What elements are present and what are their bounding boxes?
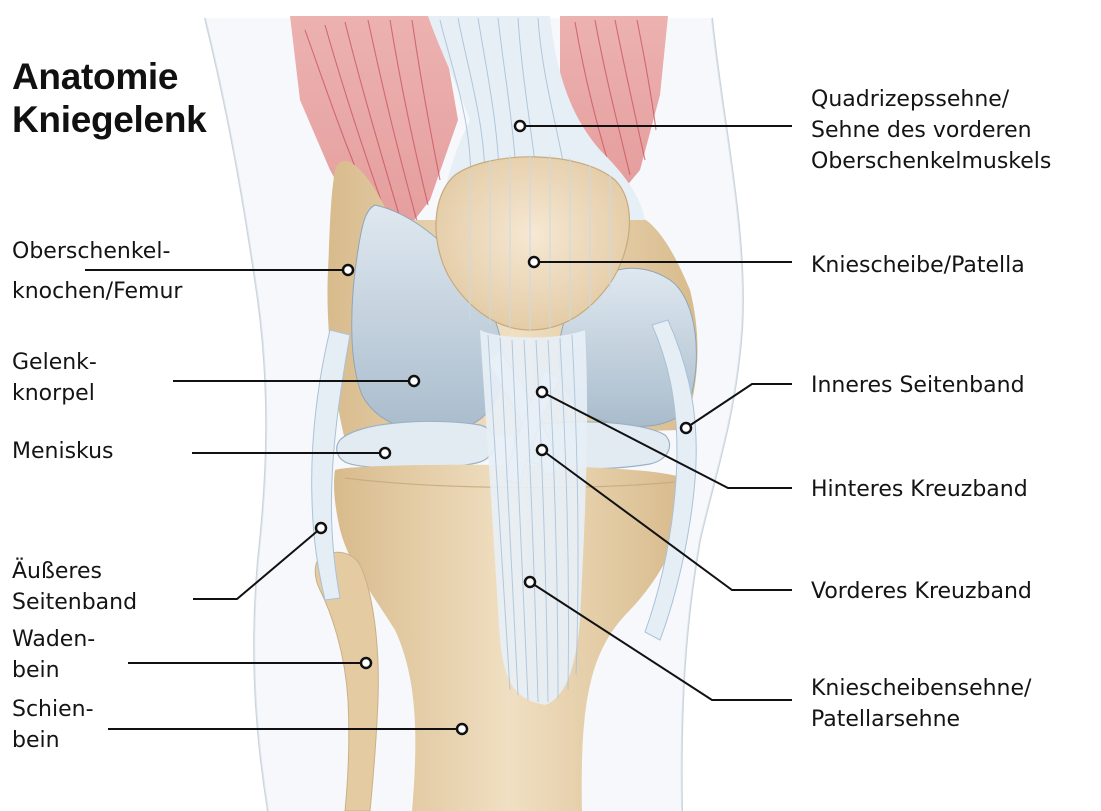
- label-aeusseres-seitenband-line-2: Seitenband: [12, 587, 137, 618]
- dot-quadrizeps: [515, 121, 525, 131]
- label-wadenbein-line-1: Waden-: [12, 624, 95, 655]
- label-patellarsehne-line-2: Patellarsehne: [811, 704, 1031, 735]
- label-inneres-seitenband: Inneres Seitenband: [811, 370, 1025, 401]
- label-quadrizepssehne-line-3: Oberschenkelmuskels: [811, 146, 1051, 177]
- label-vorderes-kreuzband-line-1: Vorderes Kreuzband: [811, 576, 1032, 607]
- label-wadenbein: Waden- bein: [12, 624, 95, 686]
- dot-wadenbein: [361, 658, 371, 668]
- label-femur-line-2: knochen/Femur: [12, 276, 182, 307]
- label-gelenkknorpel-line-2: knorpel: [12, 378, 97, 409]
- label-aeusseres-seitenband-line-1: Äußeres: [12, 556, 137, 587]
- leader-inneres-seitenband: [686, 384, 792, 428]
- label-hinteres-kreuzband-line-1: Hinteres Kreuzband: [811, 474, 1028, 505]
- label-patellarsehne-line-1: Kniescheibensehne/: [811, 673, 1031, 704]
- label-meniskus: Meniskus: [12, 436, 114, 467]
- label-quadrizepssehne-line-2: Sehne des vorderen: [811, 115, 1051, 146]
- dot-kniescheibe: [529, 257, 539, 267]
- dot-meniskus: [380, 448, 390, 458]
- leader-vorderes-kreuzband: [542, 450, 792, 590]
- label-wadenbein-line-2: bein: [12, 655, 95, 686]
- dot-vorderes-kreuzband: [537, 445, 547, 455]
- label-femur-line-1: Oberschenkel-: [12, 236, 182, 267]
- label-hinteres-kreuzband: Hinteres Kreuzband: [811, 474, 1028, 505]
- diagram-title: Anatomie Kniegelenk: [12, 55, 206, 141]
- label-gelenkknorpel: Gelenk- knorpel: [12, 347, 97, 409]
- label-inneres-seitenband-line-1: Inneres Seitenband: [811, 370, 1025, 401]
- dot-patellarsehne: [525, 577, 535, 587]
- label-femur: Oberschenkel- knochen/Femur: [12, 236, 182, 307]
- label-schienbein-line-1: Schien-: [12, 694, 94, 725]
- label-aeusseres-seitenband: Äußeres Seitenband: [12, 556, 137, 618]
- title-line-1: Anatomie: [12, 56, 178, 97]
- title-line-2: Kniegelenk: [12, 99, 206, 140]
- leader-patellarsehne: [530, 582, 792, 700]
- label-quadrizepssehne-line-1: Quadrizepssehne/: [811, 84, 1051, 115]
- dot-gelenkknorpel: [409, 376, 419, 386]
- label-patellarsehne: Kniescheibensehne/ Patellarsehne: [811, 673, 1031, 735]
- dot-schienbein: [457, 724, 467, 734]
- label-quadrizepssehne: Quadrizepssehne/ Sehne des vorderen Ober…: [811, 84, 1051, 177]
- dot-inneres-seitenband: [681, 423, 691, 433]
- label-schienbein: Schien- bein: [12, 694, 94, 756]
- leader-hinteres-kreuzband: [542, 392, 792, 488]
- label-kniescheibe-line-1: Kniescheibe/Patella: [811, 250, 1025, 281]
- label-kniescheibe: Kniescheibe/Patella: [811, 250, 1025, 281]
- label-schienbein-line-2: bein: [12, 725, 94, 756]
- leader-aeusseres-seitenband: [193, 528, 321, 599]
- dot-femur: [343, 265, 353, 275]
- dot-hinteres-kreuzband: [537, 387, 547, 397]
- label-meniskus-line-1: Meniskus: [12, 436, 114, 467]
- label-gelenkknorpel-line-1: Gelenk-: [12, 347, 97, 378]
- label-vorderes-kreuzband: Vorderes Kreuzband: [811, 576, 1032, 607]
- dot-aeusseres-seitenband: [316, 523, 326, 533]
